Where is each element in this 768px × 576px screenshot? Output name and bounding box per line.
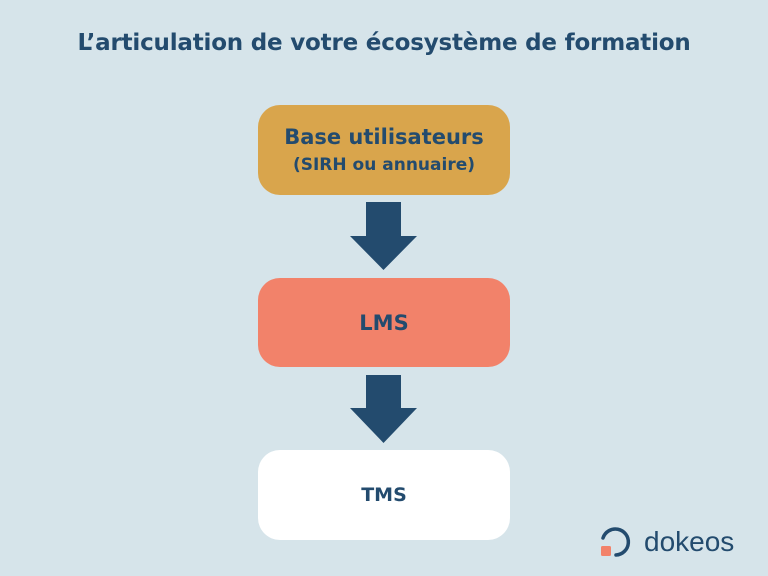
node-user-base: Base utilisateurs (SIRH ou annuaire)	[258, 105, 510, 195]
node-user-base-label: Base utilisateurs	[284, 125, 484, 149]
node-lms-label: LMS	[359, 310, 409, 335]
node-tms-label: TMS	[361, 484, 407, 506]
node-user-base-sublabel: (SIRH ou annuaire)	[292, 155, 476, 175]
node-tms: TMS	[258, 450, 510, 540]
arrow-down-icon	[350, 375, 417, 443]
dokeos-logo-icon	[601, 527, 631, 557]
dokeos-logo-text: dokeos	[644, 526, 735, 557]
node-lms: LMS	[258, 278, 510, 367]
diagram-title: L’articulation de votre écosystème de fo…	[77, 30, 691, 56]
dokeos-logo: dokeos	[598, 524, 734, 560]
arrow-down-icon	[350, 202, 417, 270]
